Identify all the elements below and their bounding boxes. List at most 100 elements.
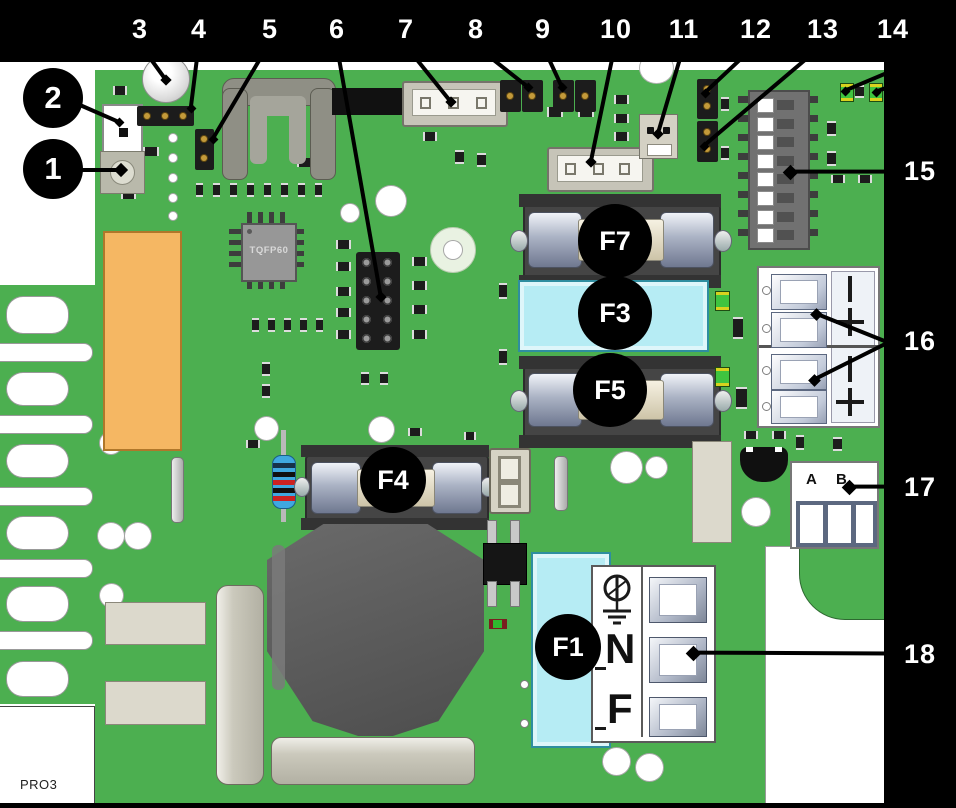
mounting-hole — [367, 415, 395, 443]
terminal-b-label: B — [836, 471, 847, 488]
dc-clamp — [771, 354, 827, 390]
dip-slider — [757, 191, 774, 206]
comm-slot — [852, 501, 877, 547]
pin-header-3 — [137, 106, 194, 126]
relay-module-orange — [103, 231, 182, 451]
wire-jumper — [554, 456, 568, 511]
pcb-peninsula — [799, 546, 885, 620]
smd-component — [744, 431, 758, 439]
mounting-pad-ring — [430, 227, 476, 273]
terminal-clamp-neutral — [649, 637, 707, 683]
pin-header-2x5 — [356, 252, 400, 350]
smd-component — [614, 132, 629, 141]
dip-slot — [777, 211, 794, 222]
fuse-cap — [660, 212, 714, 268]
smd-component — [499, 349, 507, 365]
edge-pill-slot — [6, 372, 69, 406]
dip-slider — [757, 228, 774, 244]
mounting-hole — [253, 415, 279, 441]
smd-component — [336, 240, 351, 249]
micro-switch — [639, 114, 678, 159]
mounting-hole — [741, 497, 771, 527]
connector-pin — [119, 128, 128, 137]
tqfp-chip: TQFP60 — [241, 223, 297, 282]
dc-terminal-blocks — [757, 266, 880, 428]
dip-slot — [777, 137, 794, 148]
fuse-tip — [510, 230, 528, 252]
mounting-hole — [609, 450, 643, 484]
jumper-8a — [500, 80, 521, 112]
smd-component — [412, 257, 427, 266]
header-pin — [362, 334, 371, 343]
smd-component — [827, 151, 836, 166]
terminal-tick — [595, 667, 606, 670]
connector-key — [565, 163, 576, 175]
pad-block — [105, 681, 206, 725]
terminal-a-label: A — [806, 471, 817, 488]
callout-8: 8 — [467, 14, 485, 44]
minus-mark — [848, 356, 852, 382]
smd-component — [412, 330, 427, 339]
smd-component — [213, 183, 220, 197]
header-pin — [383, 258, 392, 267]
fuse-cap — [432, 462, 482, 514]
wire-connector-7 — [402, 81, 508, 127]
trimmer-potentiometer — [100, 151, 145, 194]
smd-component — [281, 183, 288, 197]
dip-slot — [777, 155, 794, 166]
header-pin — [362, 258, 371, 267]
mounting-hole — [375, 185, 407, 217]
dip-slider — [757, 135, 774, 151]
comm-slot — [824, 501, 855, 547]
callout-17: 17 — [903, 472, 937, 502]
dip-slider — [757, 153, 774, 169]
wire-connector-10 — [547, 147, 654, 192]
callout-10: 10 — [599, 14, 633, 44]
header-pin — [383, 296, 392, 305]
smd-component — [262, 362, 270, 376]
edge-slot — [0, 487, 93, 506]
toroid-transformer — [267, 524, 484, 736]
leader-line — [82, 168, 121, 172]
smd-component — [499, 283, 507, 299]
smd-component — [464, 432, 476, 440]
smd-component — [246, 440, 260, 448]
edge-pill-slot — [6, 296, 69, 334]
fuse-tip — [510, 390, 528, 412]
fuse-label-F7: F7 — [578, 204, 652, 278]
mounting-hole — [124, 522, 152, 550]
smd-component — [796, 435, 804, 450]
fuse-led — [715, 291, 730, 311]
fuse-cap — [528, 373, 582, 427]
header-pin — [383, 334, 392, 343]
board-code-label: PRO3 — [20, 777, 58, 792]
edge-pill-slot — [6, 516, 69, 550]
comm-terminal-ab: A B — [790, 461, 879, 549]
dip-slider — [757, 98, 774, 113]
minus-mark — [848, 276, 852, 302]
smd-component — [336, 308, 351, 317]
smd-component — [247, 183, 254, 197]
fuse-label-F4: F4 — [360, 447, 426, 513]
callout-16: 16 — [903, 326, 937, 356]
smd-component — [284, 318, 291, 332]
edge-slot — [0, 559, 93, 578]
phase-label: F — [607, 685, 633, 732]
dc-clamp — [771, 390, 827, 424]
smd-component — [315, 183, 322, 197]
callout-12: 12 — [739, 14, 773, 44]
smd-component — [268, 318, 275, 332]
dip-slider — [757, 116, 774, 132]
smd-component — [733, 317, 743, 339]
mounting-hole — [340, 203, 360, 223]
mounting-hole — [168, 133, 178, 143]
mounting-hole — [644, 455, 668, 479]
callout-14: 14 — [876, 14, 910, 44]
dip-slider — [757, 209, 774, 225]
smd-component — [361, 372, 369, 385]
callout-18: 18 — [903, 639, 937, 669]
pad-block — [105, 602, 206, 645]
smd-component — [736, 387, 747, 409]
right-band — [884, 62, 956, 808]
optocoupler — [483, 543, 527, 585]
